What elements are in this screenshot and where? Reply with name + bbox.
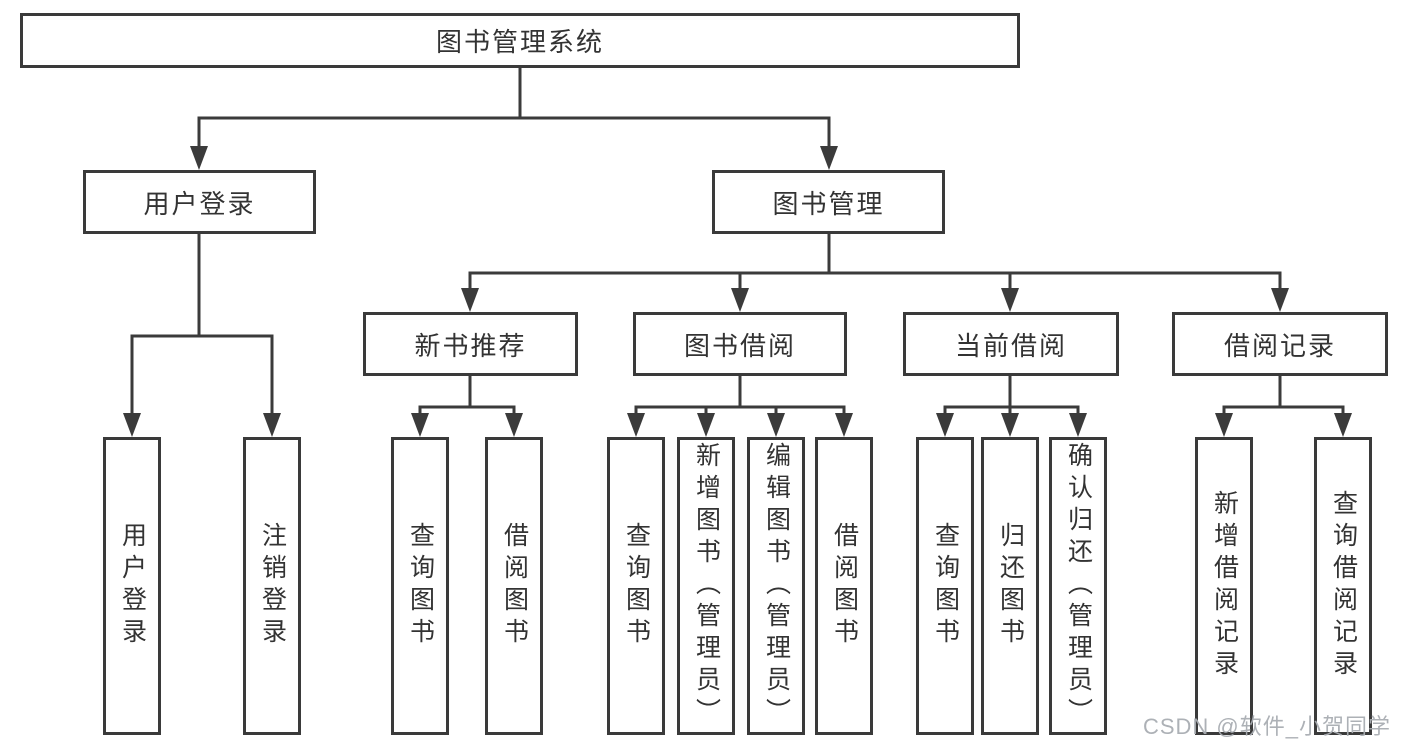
connector-new-book-recommend-to-leaves [411,376,523,437]
node-root-system: 图书管理系统 [20,13,1020,68]
connector-book-borrow-to-leaves [627,376,853,437]
leaf-recommend-query-books-label: 查询图书 [406,522,435,650]
leaf-current-return-books-label: 归还图书 [996,522,1025,650]
connector-book-management-to-level3 [461,234,1289,312]
leaf-records-add-record: 新增借阅记录 [1195,437,1253,735]
node-borrow-records: 借阅记录 [1172,312,1388,376]
leaf-recommend-borrow-books-label: 借阅图书 [500,522,529,650]
leaf-recommend-borrow-books: 借阅图书 [485,437,543,735]
leaf-logout-login-label: 注销登录 [258,522,287,650]
node-book-borrow-label: 图书借阅 [683,330,796,361]
leaf-current-query-books-label: 查询图书 [931,522,960,650]
node-user-login-label: 用户登录 [143,188,256,219]
leaf-user-login: 用户登录 [103,437,161,735]
leaf-user-login-label: 用户登录 [118,522,147,650]
node-user-login: 用户登录 [83,170,316,234]
leaf-current-return-books: 归还图书 [981,437,1039,735]
connector-user-login-to-leaves [123,233,281,437]
leaf-borrow-edit-books-admin: 编辑图书（管理员） [747,437,805,735]
leaf-logout-login: 注销登录 [243,437,301,735]
leaf-borrow-add-books-admin: 新增图书（管理员） [677,437,735,735]
node-new-book-recommend-label: 新书推荐 [414,330,527,361]
leaf-borrow-query-books-label: 查询图书 [622,522,651,650]
leaf-records-query-record: 查询借阅记录 [1314,437,1372,735]
node-book-borrow: 图书借阅 [633,312,847,376]
node-root-system-label: 图书管理系统 [435,27,604,57]
connector-current-borrow-to-leaves [936,376,1087,437]
leaf-borrow-borrow-books-label: 借阅图书 [830,522,859,650]
node-current-borrow: 当前借阅 [903,312,1119,376]
node-book-management-label: 图书管理 [772,188,885,219]
leaf-recommend-query-books: 查询图书 [391,437,449,735]
connector-borrow-records-to-leaves [1215,376,1352,437]
node-current-borrow-label: 当前借阅 [954,330,1067,361]
leaf-borrow-query-books: 查询图书 [607,437,665,735]
leaf-records-add-record-label: 新增借阅记录 [1210,490,1239,682]
node-book-management: 图书管理 [712,170,945,234]
leaf-current-query-books: 查询图书 [916,437,974,735]
leaf-records-query-record-label: 查询借阅记录 [1329,490,1358,682]
leaf-current-confirm-return-admin: 确认归还（管理员） [1049,437,1107,735]
watermark-text: CSDN @软件_小贺同学 [1142,714,1391,739]
leaf-current-confirm-return-admin-label: 确认归还（管理员） [1064,442,1093,730]
leaf-borrow-edit-books-admin-label: 编辑图书（管理员） [762,442,791,730]
node-borrow-records-label: 借阅记录 [1223,330,1336,361]
leaf-borrow-add-books-admin-label: 新增图书（管理员） [692,442,721,730]
node-new-book-recommend: 新书推荐 [363,312,578,376]
leaf-borrow-borrow-books: 借阅图书 [815,437,873,735]
connector-root-to-level2 [190,68,838,170]
